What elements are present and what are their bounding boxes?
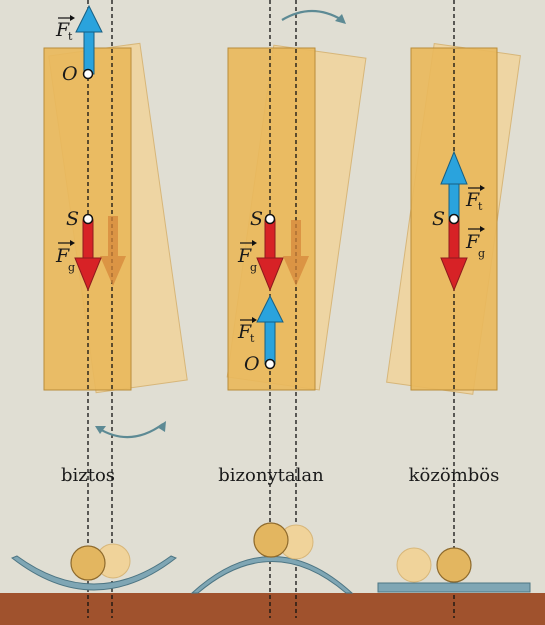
rotation-arrow	[97, 423, 164, 439]
center-label: S	[432, 208, 445, 230]
svg-text:g: g	[68, 261, 75, 274]
rotation-arrow	[281, 10, 343, 21]
convex-surface	[190, 556, 354, 594]
center-label: S	[250, 208, 263, 230]
ball	[253, 522, 289, 558]
gravity-label: F g	[465, 226, 485, 260]
svg-text:F: F	[237, 245, 252, 267]
svg-text:g: g	[250, 261, 257, 274]
svg-text:g: g	[478, 247, 485, 260]
svg-text:t: t	[478, 200, 483, 213]
center-label: S	[66, 208, 79, 230]
caption-neutral: közömbös	[409, 465, 500, 486]
flat-surface	[377, 582, 531, 593]
tension-arrow	[440, 150, 468, 220]
pivot-label: O	[244, 353, 260, 375]
ball	[436, 547, 472, 583]
svg-text:F: F	[465, 231, 480, 253]
svg-text:F: F	[237, 321, 252, 343]
svg-text:F: F	[465, 189, 480, 211]
tension-label: F t	[465, 185, 485, 213]
gravity-label: F g	[237, 240, 257, 274]
svg-text:t: t	[68, 30, 73, 43]
concave-surface	[11, 555, 177, 591]
panel-neutral: S F t F g közömbös	[377, 0, 531, 618]
tension-arrow	[75, 4, 103, 75]
tension-label: F t	[55, 15, 75, 43]
ground	[0, 593, 545, 625]
caption-unstable: bizonytalan	[218, 465, 324, 486]
center-of-mass	[448, 213, 460, 225]
svg-text:t: t	[250, 332, 255, 345]
svg-text:F: F	[55, 245, 70, 267]
ghost-ball	[396, 547, 432, 583]
caption-stable: biztos	[61, 465, 115, 486]
pivot-point	[82, 68, 94, 80]
gravity-label: F g	[55, 240, 75, 274]
ghost-gravity-arrow	[283, 220, 309, 286]
panel-unstable: S F g F t O bizonytalan	[190, 0, 367, 618]
center-of-mass	[82, 213, 94, 225]
svg-text:F: F	[55, 19, 70, 41]
ghost-gravity-arrow	[100, 216, 126, 286]
pivot-point	[264, 358, 276, 370]
panel-stable: F t O S F g biztos	[11, 0, 188, 618]
center-of-mass	[264, 213, 276, 225]
ball	[70, 545, 106, 581]
pivot-label: O	[62, 63, 78, 85]
tension-label: F t	[237, 317, 257, 345]
